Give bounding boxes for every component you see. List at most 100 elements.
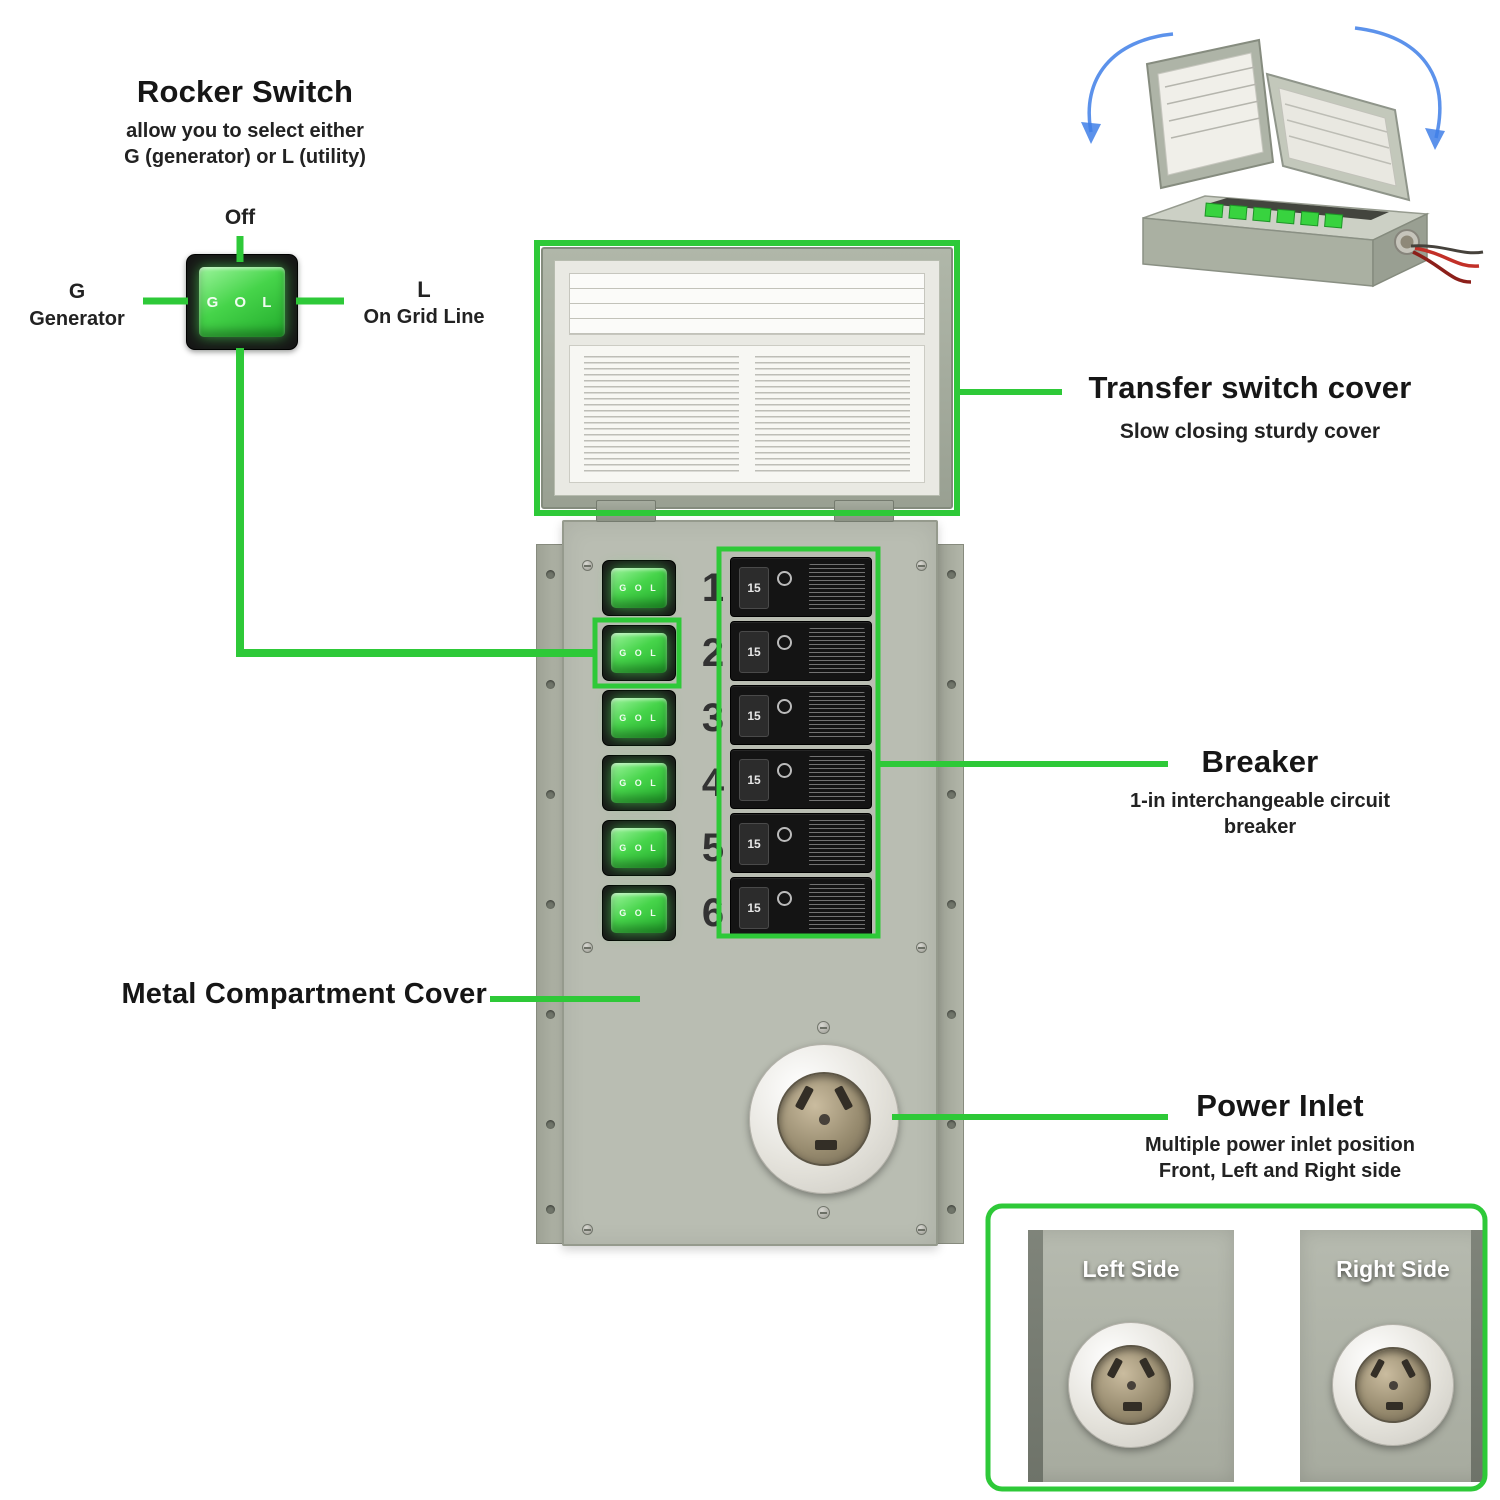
screw: [916, 942, 927, 953]
ul-mark-icon: [777, 635, 792, 650]
breaker-toggle: 15: [739, 631, 769, 673]
circuit-number-2: 2: [701, 631, 725, 675]
breaker-label: [809, 628, 865, 674]
rocker-switch-2: G O L: [602, 625, 676, 681]
front-power-inlet: [749, 1044, 899, 1194]
mounting-hole: [947, 1010, 956, 1019]
breaker-toggle: 15: [739, 695, 769, 737]
rocker-switch-6: G O L: [602, 885, 676, 941]
fine-print-column: [584, 356, 739, 472]
power-inlet-title: Power Inlet: [1196, 1088, 1364, 1123]
ul-mark-icon: [777, 891, 792, 906]
rocker-face: G O L: [611, 633, 667, 673]
rocker-face: G O L: [611, 763, 667, 803]
inlet-slot: [1385, 1401, 1404, 1410]
transfer-switch-cover-open: [541, 247, 953, 509]
mounting-hole: [546, 570, 555, 579]
generator-letter: G: [68, 280, 86, 303]
cover-title: Transfer switch cover: [1088, 370, 1412, 405]
grid-line-label: On Grid Line: [363, 306, 485, 328]
metal-compartment-cover: G O L G O L G O L G O L G O L G O L 1 2 …: [562, 520, 938, 1246]
circuit-number-3: 3: [701, 696, 725, 740]
mounting-hole: [947, 790, 956, 799]
mounting-hole: [546, 680, 555, 689]
grid-line-letter: L: [417, 277, 431, 302]
mounting-hole: [947, 1120, 956, 1129]
inlet-screw: [817, 1206, 830, 1219]
mounting-hole: [546, 1010, 555, 1019]
breaker-toggle: 15: [739, 567, 769, 609]
mounting-hole: [546, 790, 555, 799]
power-inlet-subtitle-1: Multiple power inlet position: [1145, 1134, 1415, 1156]
label-sheet: [569, 273, 925, 335]
fine-print-column: [755, 356, 910, 472]
inlet-receptacle: [1091, 1345, 1171, 1425]
breaker-subtitle-2: breaker: [1223, 816, 1297, 838]
right-side-view: Right Side: [1300, 1230, 1486, 1482]
circuit-number-1: 1: [701, 566, 725, 610]
breaker-5: 15: [730, 813, 872, 873]
rocker-switch-title: Rocker Switch: [136, 74, 354, 109]
rocker-switch-5: G O L: [602, 820, 676, 876]
breaker-1: 15: [730, 557, 872, 617]
wire-dark-red: [1412, 250, 1472, 284]
switch-strip: [1204, 202, 1344, 229]
inlet-receptacle: [776, 1071, 872, 1167]
inlet-slot: [1370, 1358, 1386, 1379]
circuit-number-4: 4: [701, 761, 725, 805]
left-side-power-inlet: [1068, 1322, 1194, 1448]
inlet-center: [1389, 1381, 1399, 1391]
mounting-hole: [546, 1205, 555, 1214]
breaker-label: [809, 820, 865, 866]
wire-black: [1410, 244, 1484, 255]
breaker-6: 15: [730, 877, 872, 937]
hinge-right: [834, 500, 894, 522]
ul-mark-icon: [777, 699, 792, 714]
breaker-label: [809, 692, 865, 738]
right-side-power-inlet: [1332, 1324, 1454, 1446]
screw: [582, 1224, 593, 1235]
power-inlet-subtitle-2: Front, Left and Right side: [1158, 1160, 1402, 1182]
breaker-label: [809, 756, 865, 802]
cover-inner: [554, 260, 940, 496]
mounting-hole: [947, 680, 956, 689]
left-side-view: Left Side: [1028, 1230, 1234, 1482]
inlet-slot: [1400, 1358, 1416, 1379]
mounting-flange-left: [536, 544, 563, 1244]
open-cover-front: [1265, 72, 1411, 202]
inlet-slot: [833, 1085, 853, 1111]
instruction-sheet: [569, 345, 925, 483]
breaker-3: 15: [730, 685, 872, 745]
generator-label: Generator: [29, 308, 125, 330]
rocker-face: G O L: [611, 893, 667, 933]
circuit-number-6: 6: [701, 891, 725, 935]
mounting-hole: [947, 900, 956, 909]
inlet-screw: [817, 1021, 830, 1034]
inlet-slot: [1107, 1357, 1124, 1379]
inlet-receptacle: [1354, 1346, 1432, 1424]
rocker-switch-1: G O L: [602, 560, 676, 616]
inlet-slot: [814, 1139, 837, 1150]
rocker-switch-3: G O L: [602, 690, 676, 746]
breaker-subtitle-1: 1-in interchangeable circuit: [1129, 790, 1391, 812]
rocker-switch-closeup: G O L: [186, 254, 298, 350]
breaker-toggle: 15: [739, 887, 769, 929]
mounting-hole: [947, 1205, 956, 1214]
breaker-label: [809, 884, 865, 930]
cover-subtitle: Slow closing sturdy cover: [1119, 420, 1381, 443]
inlet-slot: [1123, 1402, 1142, 1411]
left-side-label: Left Side: [1082, 1256, 1180, 1282]
off-label: Off: [224, 206, 256, 229]
screw: [916, 1224, 927, 1235]
mounting-flange-right: [937, 544, 964, 1244]
unit-box: [1142, 195, 1484, 288]
ul-mark-icon: [777, 827, 792, 842]
breaker-toggle: 15: [739, 759, 769, 801]
breaker-label: [809, 564, 865, 610]
wire-red: [1414, 246, 1480, 268]
breaker-2: 15: [730, 621, 872, 681]
mounting-hole: [947, 570, 956, 579]
rocker-switch-4: G O L: [602, 755, 676, 811]
rocker-face: G O L: [611, 828, 667, 868]
